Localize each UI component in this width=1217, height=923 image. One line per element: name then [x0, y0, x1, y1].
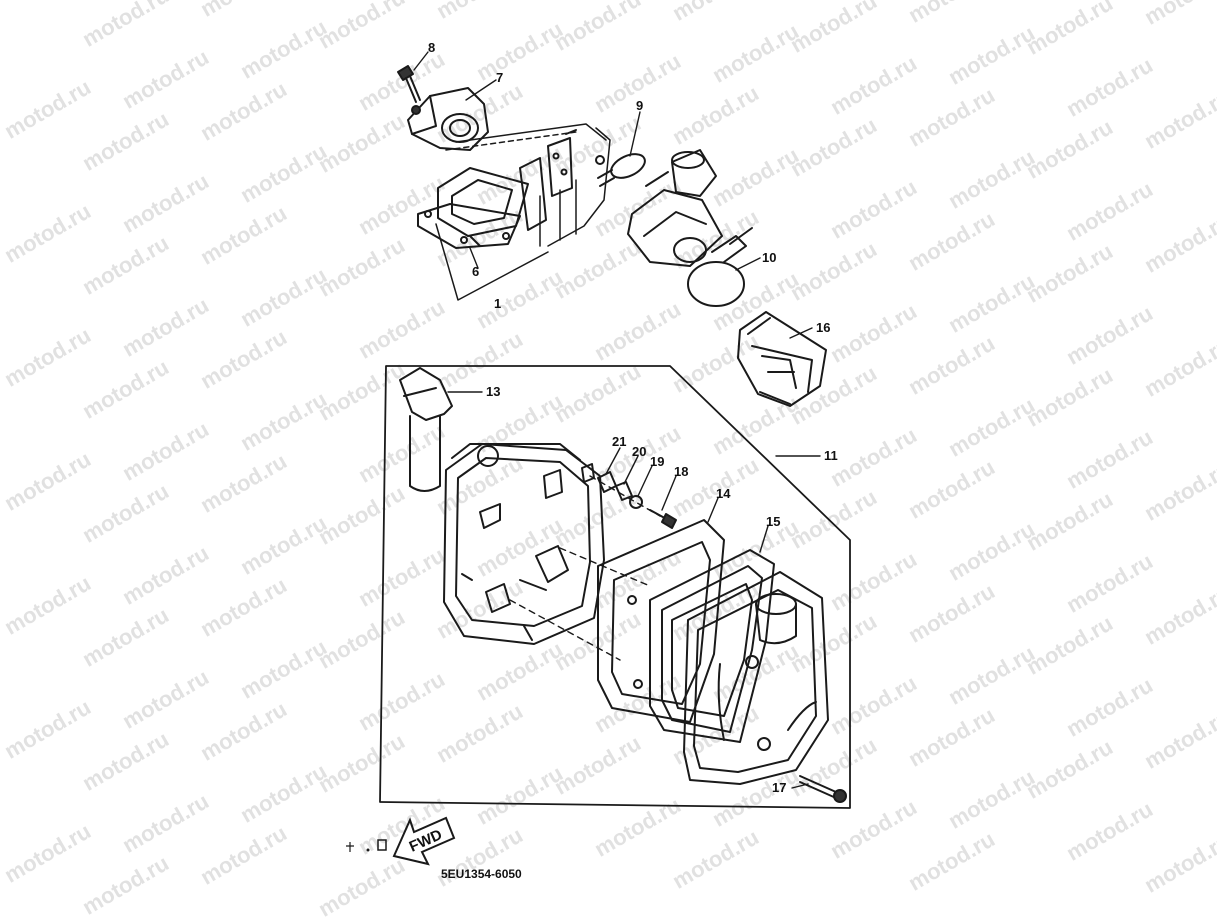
bolt-8 — [397, 65, 421, 103]
callout-17: 17 — [772, 780, 786, 795]
callout-20: 20 — [632, 444, 646, 459]
callout-6: 6 — [472, 264, 479, 279]
callout-16: 16 — [816, 320, 830, 335]
callout-13: 13 — [486, 384, 500, 399]
callout-7: 7 — [496, 70, 503, 85]
screw-17 — [799, 775, 847, 803]
callout-labels: 8 7 9 10 6 1 16 13 11 21 20 19 18 14 15 … — [428, 40, 838, 795]
reed-valve-6 — [417, 167, 529, 249]
callout-1: 1 — [494, 296, 501, 311]
reed-plates — [519, 129, 577, 231]
part-code: 5EU1354-6050 — [441, 867, 522, 881]
callout-18: 18 — [674, 464, 688, 479]
callout-9: 9 — [636, 98, 643, 113]
clamp-10 — [687, 227, 753, 307]
fasteners-18-21 — [581, 463, 677, 529]
callout-19: 19 — [650, 454, 664, 469]
air-box-cover — [683, 571, 829, 785]
callout-15: 15 — [766, 514, 780, 529]
callout-21: 21 — [612, 434, 626, 449]
assembly-frame-11 — [379, 365, 851, 809]
intake-joint — [627, 149, 723, 267]
elbow-tube-13 — [399, 367, 453, 492]
clamp-9 — [595, 153, 646, 187]
fwd-arrow: FWD — [346, 816, 456, 866]
element-15 — [649, 549, 775, 743]
callout-11: 11 — [824, 448, 838, 463]
gasket-14 — [597, 519, 725, 723]
callout-8: 8 — [428, 40, 435, 55]
air-box-case — [443, 443, 605, 645]
manifold-7 — [407, 87, 489, 151]
callout-10: 10 — [762, 250, 776, 265]
duct-16 — [737, 311, 827, 407]
callout-14: 14 — [716, 486, 731, 501]
